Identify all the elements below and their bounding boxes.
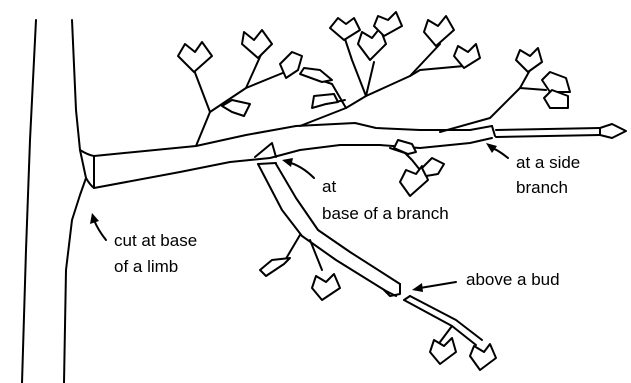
leaf — [311, 93, 339, 109]
leaf — [429, 337, 457, 365]
label-side-branch-line2: branch — [516, 178, 568, 197]
main-limb — [79, 122, 496, 189]
leaf — [329, 17, 361, 41]
arrow-above-bud — [419, 281, 457, 289]
lower-branch — [257, 162, 483, 346]
leaf — [177, 41, 213, 73]
leaf — [515, 47, 543, 73]
leaf — [399, 165, 429, 197]
arrow-head-side-branch — [486, 143, 497, 153]
leaf — [393, 139, 417, 155]
label-base-limb-line1: cut at base — [114, 231, 197, 250]
leaf — [259, 257, 291, 277]
arrow-head-base-branch — [282, 158, 293, 167]
labels: at a side branch at base of a branch cut… — [114, 153, 580, 289]
leaves — [177, 11, 571, 371]
leaf — [241, 29, 273, 59]
arrow-base-branch — [287, 161, 315, 179]
label-base-limb-line2: of a limb — [114, 257, 178, 276]
leaf — [541, 71, 571, 93]
leaf — [469, 343, 497, 371]
upper-twigs — [193, 35, 547, 171]
leaf — [423, 15, 455, 47]
tree-trunk — [21, 19, 87, 383]
leaf — [543, 89, 569, 109]
leaf — [453, 43, 481, 69]
leaf — [311, 273, 341, 301]
label-base-branch-line2: base of a branch — [322, 204, 449, 223]
side-branch-stub — [495, 123, 627, 139]
leaf — [299, 67, 333, 83]
leaf — [357, 27, 387, 61]
label-above-bud: above a bud — [466, 270, 560, 289]
arrow-head-above-bud — [412, 283, 423, 292]
pointer-arrows — [90, 143, 509, 292]
label-base-branch-line1: at — [322, 177, 336, 196]
leaf — [373, 11, 403, 37]
leaf — [279, 51, 303, 79]
tip-bud — [599, 123, 627, 139]
label-side-branch-line1: at a side — [516, 153, 580, 172]
arrow-base-limb — [93, 219, 107, 241]
leaf — [221, 99, 251, 117]
arrow-head-base-limb — [90, 213, 99, 224]
leaf — [421, 157, 445, 177]
